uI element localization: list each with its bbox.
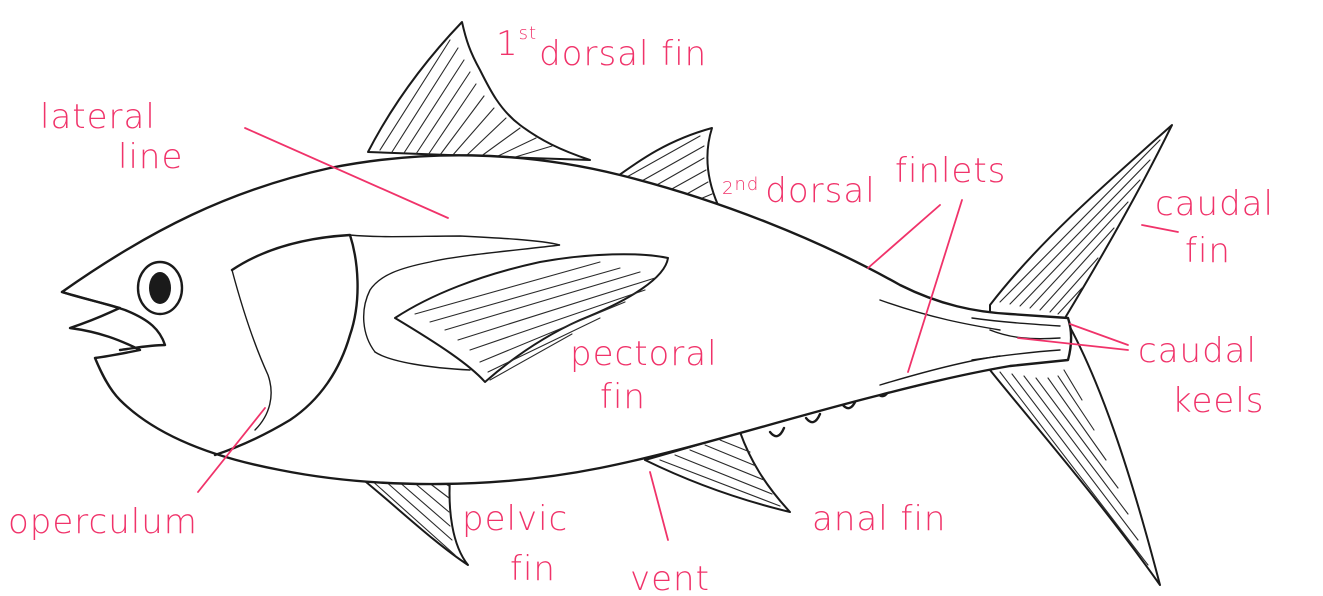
pectoral-fin-label-1: pectoral (570, 334, 718, 374)
vent-label: vent (630, 559, 710, 596)
finlets-leader-1 (868, 205, 940, 268)
vent-leader (650, 472, 668, 540)
caudal-keels-label-2: keels (1172, 381, 1264, 421)
caudal-fin-label-1: caudal (1155, 184, 1274, 224)
fish-illustration (62, 22, 1172, 585)
lateral-line-label-2: line (118, 137, 183, 177)
caudal-fin-leader (1142, 225, 1178, 232)
caudal-fin-label-2: fin (1185, 231, 1231, 271)
pelvic-fin-label-2: fin (510, 549, 556, 589)
eye (138, 262, 182, 314)
anal-fin-label: anal fin (812, 499, 946, 539)
finlets-label: finlets (895, 151, 1006, 191)
operculum-label: operculum (8, 502, 198, 542)
caudal-keels-label-1: caudal (1138, 331, 1257, 371)
pelvic-fin-label-1: pelvic (462, 499, 568, 539)
first-dorsal-label: 1stdorsal fin (496, 23, 707, 74)
caudal-keels-leader-1 (1070, 324, 1128, 345)
pectoral-fin-label-2: fin (600, 377, 646, 417)
lateral-line-label-1: lateral (40, 97, 156, 137)
